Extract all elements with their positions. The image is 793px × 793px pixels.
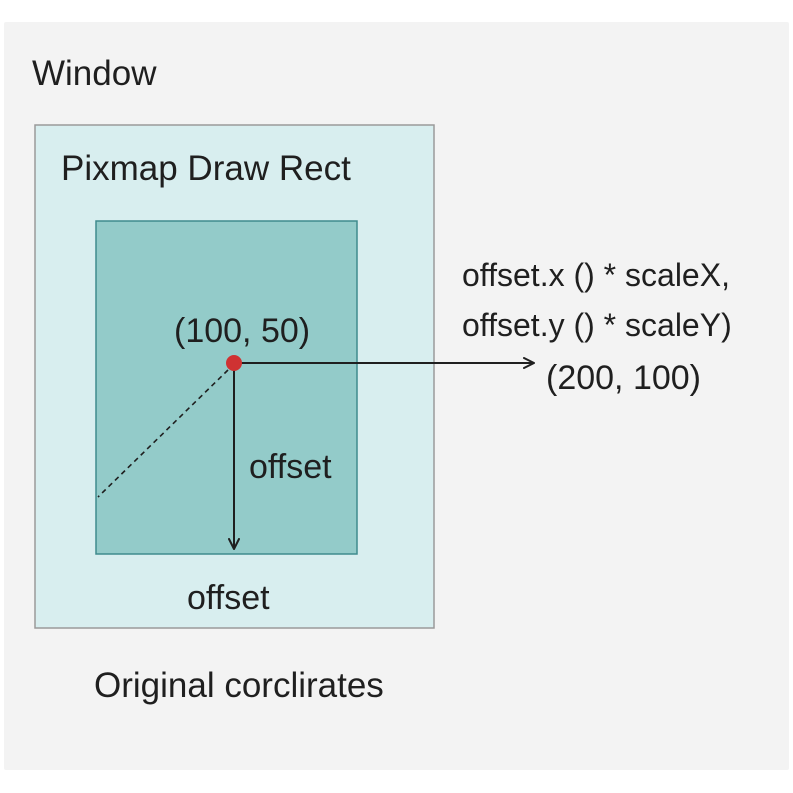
formula-line-2: offset.y () * scaleY) — [462, 307, 732, 343]
formula-line-1: offset.x () * scaleX, — [462, 257, 730, 293]
result-coordinate-label: (200, 100) — [546, 359, 701, 397]
window-label: Window — [32, 54, 157, 93]
vertical-offset-label: offset — [249, 448, 332, 486]
origin-point — [226, 355, 242, 371]
footer-label: Original corclirates — [94, 666, 384, 705]
pixmap-draw-rect-label: Pixmap Draw Rect — [61, 149, 351, 188]
dashed-diagonal-line — [97, 369, 229, 498]
bottom-offset-label: offset — [187, 579, 270, 617]
inner-rect — [95, 220, 358, 555]
point-coordinate-label: (100, 50) — [174, 312, 310, 350]
